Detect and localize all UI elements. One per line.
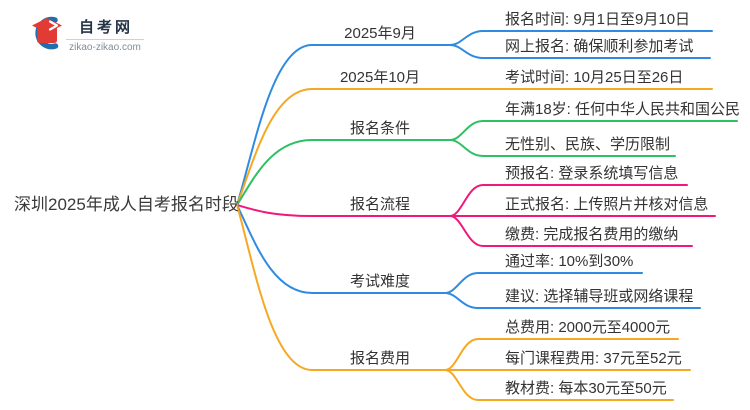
branch-label-sep: 2025年9月 — [344, 25, 416, 42]
site-logo[interactable]: 自考网 zikao-zikao.com — [28, 12, 158, 58]
branch-lines-oct — [236, 88, 713, 206]
leaf-age-requirement: 年满18岁: 任何中华人民共和国公民 — [505, 101, 741, 118]
site-url: zikao-zikao.com — [69, 42, 141, 53]
leaf-total-fee: 总费用: 2000元至4000元 — [505, 319, 671, 336]
leaf-pre-registration: 预报名: 登录系统填写信息 — [505, 165, 679, 182]
leaf-pass-rate: 通过率: 10%到30% — [505, 253, 634, 270]
branch-lines-process — [236, 184, 716, 247]
branch-label-difficulty: 考试难度 — [349, 273, 410, 290]
graduation-cap-icon — [32, 16, 62, 50]
branch-label-fees: 报名费用 — [349, 350, 410, 367]
branch-label-process: 报名流程 — [349, 196, 410, 213]
branch-lines-conditions — [236, 120, 738, 206]
leaf-exam-time: 考试时间: 10月25日至26日 — [505, 69, 684, 86]
leaf-registration-time: 报名时间: 9月1日至9月10日 — [505, 11, 691, 28]
leaf-formal-registration: 正式报名: 上传照片并核对信息 — [505, 196, 709, 213]
root-node: 深圳2025年成人自考报名时段 — [14, 195, 239, 214]
leaf-textbook-fee: 教材费: 每本30元至50元 — [505, 380, 667, 397]
branch-lines-difficulty — [236, 204, 701, 309]
leaf-course-fee: 每门课程费用: 37元至52元 — [505, 350, 682, 367]
leaf-no-restrictions: 无性别、民族、学历限制 — [505, 136, 671, 153]
leaf-suggestion: 建议: 选择辅导班或网络课程 — [505, 288, 694, 305]
leaf-online-registration: 网上报名: 确保顺利参加考试 — [505, 38, 694, 55]
site-name: 自考网 — [78, 19, 133, 36]
logo-divider — [66, 39, 144, 40]
branch-label-conditions: 报名条件 — [349, 120, 410, 137]
leaf-payment: 缴费: 完成报名费用的缴纳 — [505, 226, 679, 243]
branch-lines-fees — [236, 204, 691, 401]
branch-label-oct: 2025年10月 — [339, 69, 421, 86]
branch-lines-sep — [236, 30, 713, 206]
